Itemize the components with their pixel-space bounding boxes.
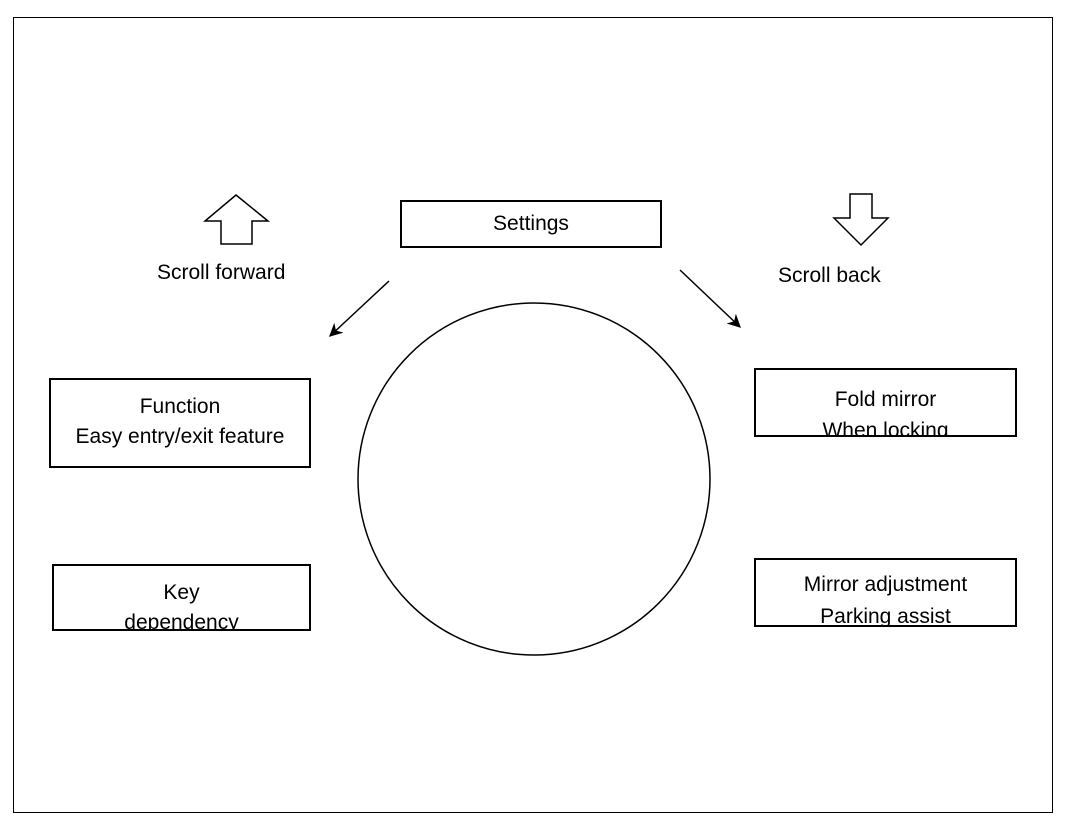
diagram-frame bbox=[13, 17, 1053, 813]
option-mirror-adjustment-box[interactable]: Mirror adjustment Parking assist bbox=[754, 558, 1017, 627]
settings-box[interactable]: Settings bbox=[400, 200, 662, 248]
pointer-arrow-left bbox=[329, 280, 390, 337]
scroll-wheel-circle bbox=[357, 302, 711, 656]
option-fold-mirror-box[interactable]: Fold mirror When locking bbox=[754, 368, 1017, 437]
option-mirror-adjustment-line1: Mirror adjustment bbox=[803, 573, 968, 596]
option-function-line2: Easy entry/exit feature bbox=[75, 425, 285, 448]
option-mirror-adjustment-line2: Parking assist bbox=[820, 605, 951, 627]
arrow-down-outline-icon bbox=[832, 193, 890, 247]
settings-label: Settings bbox=[493, 212, 569, 235]
option-fold-mirror-line2: When locking bbox=[822, 419, 949, 437]
option-key-line2: dependency bbox=[124, 611, 239, 631]
option-function-box[interactable]: Function Easy entry/exit feature bbox=[49, 378, 311, 468]
option-key-box[interactable]: Key dependency bbox=[52, 564, 311, 631]
scroll-forward-label: Scroll forward bbox=[157, 261, 286, 284]
scroll-back-label: Scroll back bbox=[778, 264, 881, 287]
option-function-line1: Function bbox=[139, 395, 221, 418]
arrow-up-outline-icon bbox=[202, 194, 271, 245]
option-fold-mirror-line1: Fold mirror bbox=[834, 388, 937, 411]
pointer-arrow-right bbox=[679, 269, 741, 328]
option-key-line1: Key bbox=[163, 581, 200, 604]
